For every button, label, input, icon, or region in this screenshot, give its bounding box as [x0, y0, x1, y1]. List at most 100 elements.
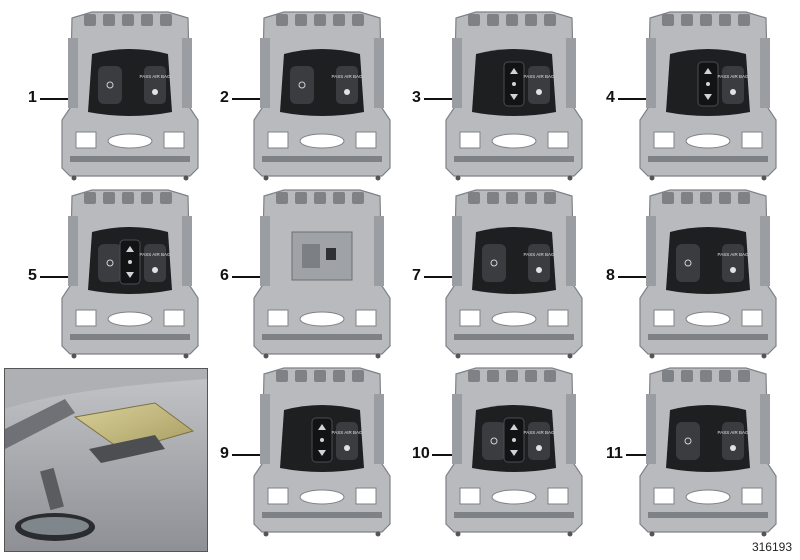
callout-number: 5 — [28, 267, 37, 284]
cutout — [547, 487, 569, 505]
arrow-down-icon — [510, 94, 518, 100]
arrow-up-icon — [126, 246, 134, 252]
leader-line — [40, 98, 68, 100]
mount-clip — [761, 175, 767, 181]
cutout — [459, 309, 481, 327]
frame-rail-right — [374, 38, 384, 108]
callout-number: 11 — [606, 445, 623, 462]
frame-vent — [122, 14, 134, 26]
light-icon — [490, 259, 498, 267]
cutout — [355, 309, 377, 327]
callout-number: 4 — [606, 89, 615, 106]
dot-icon — [706, 82, 710, 86]
mount-clip — [375, 353, 381, 359]
frame-vent — [662, 370, 674, 382]
cutout — [355, 487, 377, 505]
mount-clip — [375, 175, 381, 181]
frame-vent — [487, 370, 499, 382]
cutout — [653, 309, 675, 327]
frame-vent — [160, 192, 172, 204]
frame-vent — [84, 14, 96, 26]
cutout — [267, 309, 289, 327]
airbag-icon — [536, 267, 542, 273]
airbag-icon — [344, 89, 350, 95]
frame-rail-right — [760, 394, 770, 464]
callout-8: 8 — [606, 266, 646, 286]
cutout — [741, 487, 763, 505]
frame-vent — [525, 192, 537, 204]
mount-clip — [761, 531, 767, 537]
frame-vent — [295, 192, 307, 204]
frame-rail-left — [646, 38, 656, 108]
frame-rail-right — [566, 38, 576, 108]
roof-module-8: PASS AIR BAG — [639, 189, 777, 359]
mount-clip — [761, 353, 767, 359]
mount-clip — [649, 353, 655, 359]
frame-vent — [544, 370, 556, 382]
airbag-indicator-panel — [144, 244, 166, 282]
reading-light-button — [676, 244, 700, 282]
frame-vent — [544, 14, 556, 26]
frame-bottom-rib — [70, 334, 190, 340]
airbag-indicator-panel — [722, 244, 744, 282]
airbag-indicator-panel — [528, 244, 550, 282]
frame-vent — [333, 370, 345, 382]
reading-light-button — [98, 244, 122, 282]
frame-vent — [468, 370, 480, 382]
callout-10: 10 — [412, 444, 452, 464]
mount-clip — [567, 531, 573, 537]
sun-visor — [5, 399, 75, 449]
cutout — [491, 311, 537, 327]
airbag-label: PASS AIR BAG — [524, 252, 555, 257]
airbag-icon — [730, 267, 736, 273]
dot-icon — [320, 438, 324, 442]
airbag-label: PASS AIR BAG — [718, 430, 749, 435]
frame-bottom-rib — [262, 334, 382, 340]
frame-vent — [700, 370, 712, 382]
arrow-up-icon — [510, 424, 518, 430]
leader-line — [232, 98, 260, 100]
chip — [326, 248, 336, 260]
frame-vent — [681, 370, 693, 382]
callout-2: 2 — [220, 88, 260, 108]
roof-module-3: PASS AIR BAG — [445, 11, 583, 181]
mount-clip — [263, 353, 269, 359]
frame-vent — [333, 192, 345, 204]
cutout — [299, 133, 345, 149]
cutout — [741, 131, 763, 149]
callout-4: 4 — [606, 88, 646, 108]
frame-vent — [103, 14, 115, 26]
frame-rail-left — [68, 216, 78, 286]
frame-vent — [738, 192, 750, 204]
callout-number: 8 — [606, 267, 615, 284]
mount-clip — [263, 175, 269, 181]
frame-vent — [662, 14, 674, 26]
light-icon — [490, 437, 498, 445]
airbag-label: PASS AIR BAG — [718, 74, 749, 79]
cutout — [163, 309, 185, 327]
light-icon — [298, 81, 306, 89]
frame-vent — [525, 14, 537, 26]
frame-vent — [700, 14, 712, 26]
roof-shadow — [5, 369, 207, 409]
airbag-indicator-panel — [336, 422, 358, 460]
callout-number: 6 — [220, 267, 229, 284]
cutout — [267, 487, 289, 505]
reading-light-button — [676, 422, 700, 460]
mount-clip — [375, 531, 381, 537]
frame-rail-left — [452, 216, 462, 286]
callout-number: 2 — [220, 89, 229, 106]
mount-clip — [455, 353, 461, 359]
frame-bottom-rib — [262, 512, 382, 518]
frame-bottom-rib — [262, 156, 382, 162]
frame-rail-right — [182, 38, 192, 108]
frame-bottom-rib — [648, 156, 768, 162]
cutout — [75, 131, 97, 149]
airbag-icon — [152, 267, 158, 273]
frame-rail-right — [182, 216, 192, 286]
cutout — [491, 133, 537, 149]
cutout — [355, 131, 377, 149]
frame-vent — [700, 192, 712, 204]
airbag-indicator-panel — [528, 422, 550, 460]
frame-vent — [276, 370, 288, 382]
